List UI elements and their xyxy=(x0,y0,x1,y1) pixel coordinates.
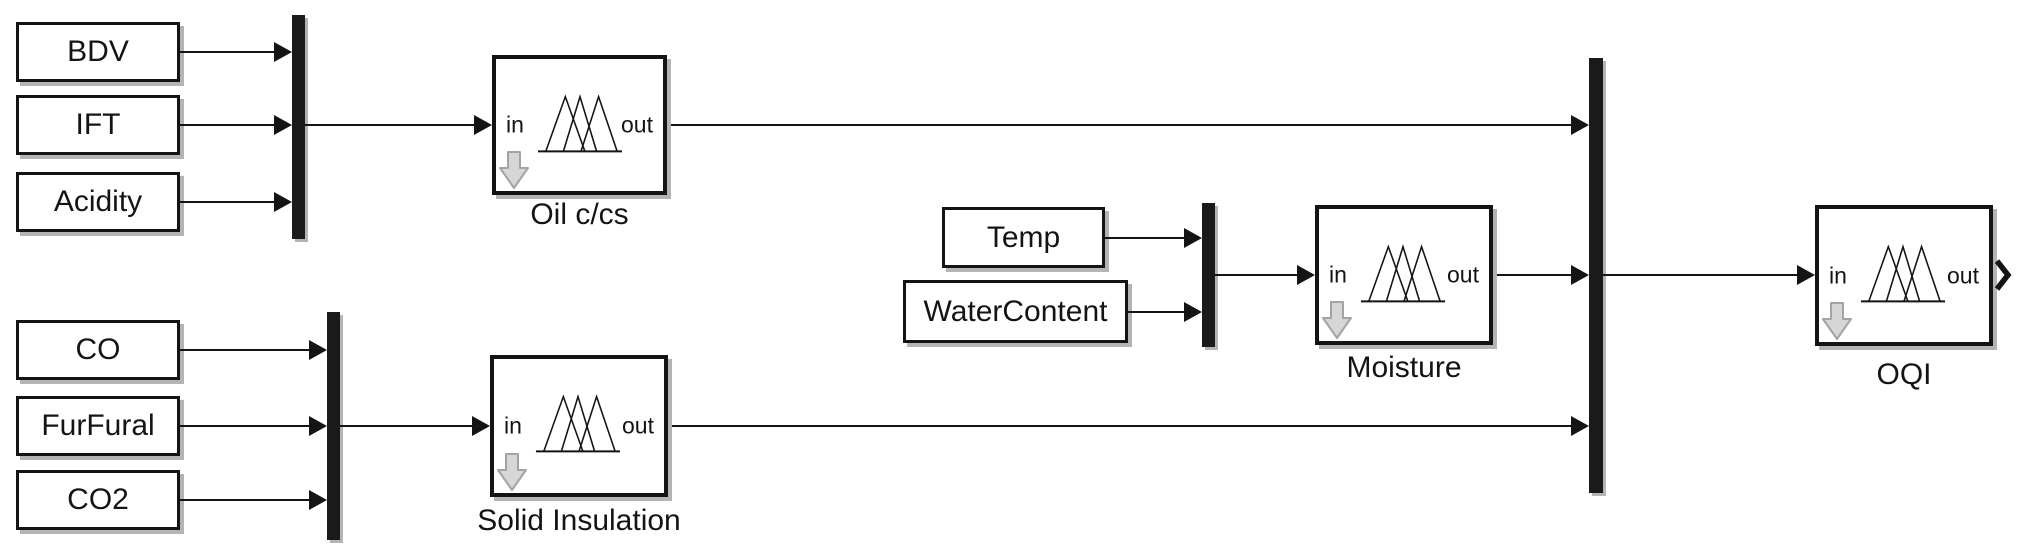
source-block-furfural[interactable]: FurFural xyxy=(16,396,180,456)
unconnected-output-port-icon[interactable] xyxy=(1994,258,2012,292)
arrowhead xyxy=(1571,115,1589,135)
signal-line-mux3-to-moisture[interactable] xyxy=(1215,274,1299,276)
arrowhead xyxy=(1797,265,1815,285)
source-block-co2[interactable]: CO2 xyxy=(16,470,180,530)
signal-line-furfural[interactable] xyxy=(180,425,311,427)
defuzzify-down-arrow-icon xyxy=(1822,302,1852,340)
signal-line-mux2-to-solid[interactable] xyxy=(340,425,474,427)
signal-line-mux1-to-oil[interactable] xyxy=(305,124,476,126)
source-block-watercontent[interactable]: WaterContent xyxy=(903,280,1128,343)
fuzzy-block-oil-ccs[interactable]: in out xyxy=(492,55,667,195)
block-name-moisture[interactable]: Moisture xyxy=(1346,351,1462,384)
source-block-temp[interactable]: Temp xyxy=(942,207,1105,268)
arrowhead xyxy=(1184,228,1202,248)
arrowhead xyxy=(472,416,490,436)
source-block-bdv[interactable]: BDV xyxy=(16,22,180,82)
arrowhead xyxy=(309,416,327,436)
arrowhead xyxy=(309,340,327,360)
defuzzify-down-arrow-icon xyxy=(1322,301,1352,339)
membership-function-icon xyxy=(535,393,621,453)
arrowhead xyxy=(274,115,292,135)
arrowhead xyxy=(274,42,292,62)
arrowhead xyxy=(1571,265,1589,285)
signal-line-watercontent[interactable] xyxy=(1128,311,1186,313)
fuzzy-block-solid-insulation[interactable]: in out xyxy=(490,355,668,497)
arrowhead xyxy=(1184,302,1202,322)
arrowhead xyxy=(474,115,492,135)
arrowhead xyxy=(309,490,327,510)
port-label-in: in xyxy=(1829,262,1847,288)
membership-function-icon xyxy=(1860,243,1946,303)
port-label-out: out xyxy=(622,412,654,439)
source-block-ift[interactable]: IFT xyxy=(16,95,180,155)
port-label-out: out xyxy=(1447,261,1479,288)
arrowhead xyxy=(1297,265,1315,285)
block-name-solid-insulation[interactable]: Solid Insulation xyxy=(477,504,681,537)
signal-line-temp[interactable] xyxy=(1105,237,1186,239)
signal-line-co2[interactable] xyxy=(180,499,311,501)
port-label-in: in xyxy=(1329,261,1347,288)
defuzzify-down-arrow-icon xyxy=(499,151,529,189)
signal-line-moisture-to-mux4[interactable] xyxy=(1493,274,1573,276)
mux-solid-insulation-inputs[interactable] xyxy=(327,312,340,540)
port-label-in: in xyxy=(504,412,522,439)
membership-function-icon xyxy=(537,93,623,153)
fuzzy-block-moisture[interactable]: in out xyxy=(1315,205,1493,345)
signal-line-ift[interactable] xyxy=(180,124,276,126)
membership-function-icon xyxy=(1360,243,1446,303)
port-label-out: out xyxy=(621,111,653,138)
source-block-acidity[interactable]: Acidity xyxy=(16,172,180,232)
signal-line-acidity[interactable] xyxy=(180,201,276,203)
block-name-oqi[interactable]: OQI xyxy=(1876,358,1932,391)
signal-line-bdv[interactable] xyxy=(180,51,276,53)
port-label-out: out xyxy=(1947,262,1979,288)
block-name-oil-ccs[interactable]: Oil c/cs xyxy=(530,198,629,231)
mux-oil-inputs[interactable] xyxy=(292,15,305,239)
fuzzy-block-oqi[interactable]: in out xyxy=(1815,205,1993,346)
signal-line-solid-to-mux4[interactable] xyxy=(668,425,1573,427)
defuzzify-down-arrow-icon xyxy=(497,453,527,491)
source-block-co[interactable]: CO xyxy=(16,320,180,380)
port-label-in: in xyxy=(506,111,524,138)
signal-line-oil-to-mux4[interactable] xyxy=(667,124,1573,126)
arrowhead xyxy=(274,192,292,212)
signal-line-mux4-to-oqi[interactable] xyxy=(1603,274,1799,276)
arrowhead xyxy=(1571,416,1589,436)
signal-line-co[interactable] xyxy=(180,349,311,351)
mux-oqi-inputs[interactable] xyxy=(1589,58,1603,493)
mux-moisture-inputs[interactable] xyxy=(1202,203,1215,347)
